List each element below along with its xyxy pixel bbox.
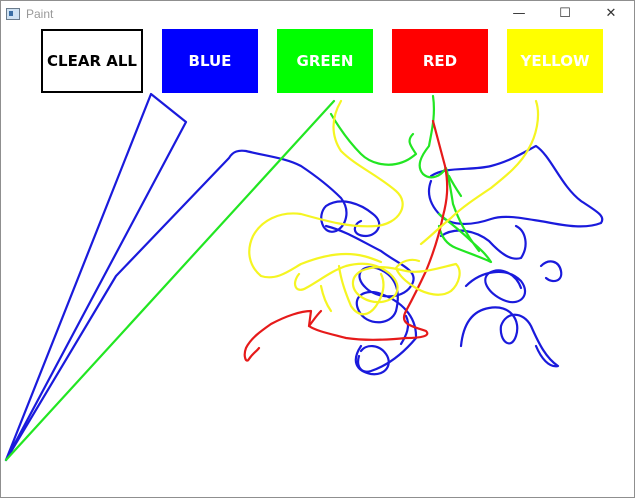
window-controls: — ☐ ✕ bbox=[496, 1, 634, 26]
green-stroke bbox=[418, 94, 481, 253]
blue-stroke bbox=[399, 314, 410, 346]
green-color-button[interactable]: GREEN bbox=[277, 29, 373, 93]
yellow-stroke bbox=[248, 99, 404, 279]
yellow-color-button[interactable]: YELLOW bbox=[507, 29, 603, 93]
green-stroke bbox=[437, 212, 493, 264]
blue-stroke bbox=[464, 269, 527, 304]
title-bar[interactable]: Paint — ☐ ✕ bbox=[1, 1, 634, 26]
blue-stroke bbox=[539, 260, 563, 283]
drawn-strokes bbox=[4, 92, 604, 462]
yellow-stroke bbox=[337, 264, 385, 316]
red-stroke bbox=[243, 119, 449, 362]
drawing-canvas[interactable]: CLEAR ALL BLUE GREEN RED YELLOW bbox=[1, 26, 634, 497]
blue-stroke bbox=[357, 336, 418, 373]
blue-stroke bbox=[427, 144, 604, 228]
app-icon bbox=[6, 7, 20, 20]
close-button[interactable]: ✕ bbox=[605, 6, 617, 21]
yellow-stroke bbox=[293, 258, 461, 304]
blue-stroke bbox=[4, 149, 381, 462]
yellow-stroke bbox=[319, 284, 333, 313]
green-stroke bbox=[4, 99, 336, 462]
blue-color-button[interactable]: BLUE bbox=[162, 29, 258, 93]
blue-stroke bbox=[459, 306, 560, 368]
green-stroke bbox=[329, 112, 418, 166]
blue-stroke bbox=[4, 92, 188, 462]
window-title: Paint bbox=[26, 6, 54, 21]
yellow-stroke bbox=[419, 99, 540, 246]
minimize-button[interactable]: — bbox=[512, 6, 526, 21]
red-color-button[interactable]: RED bbox=[392, 29, 488, 93]
maximize-button[interactable]: ☐ bbox=[559, 6, 571, 21]
blue-stroke bbox=[354, 344, 390, 376]
green-stroke bbox=[447, 174, 463, 198]
red-stroke bbox=[307, 309, 323, 328]
clear-all-button[interactable]: CLEAR ALL bbox=[41, 29, 143, 93]
blue-stroke bbox=[324, 224, 418, 338]
